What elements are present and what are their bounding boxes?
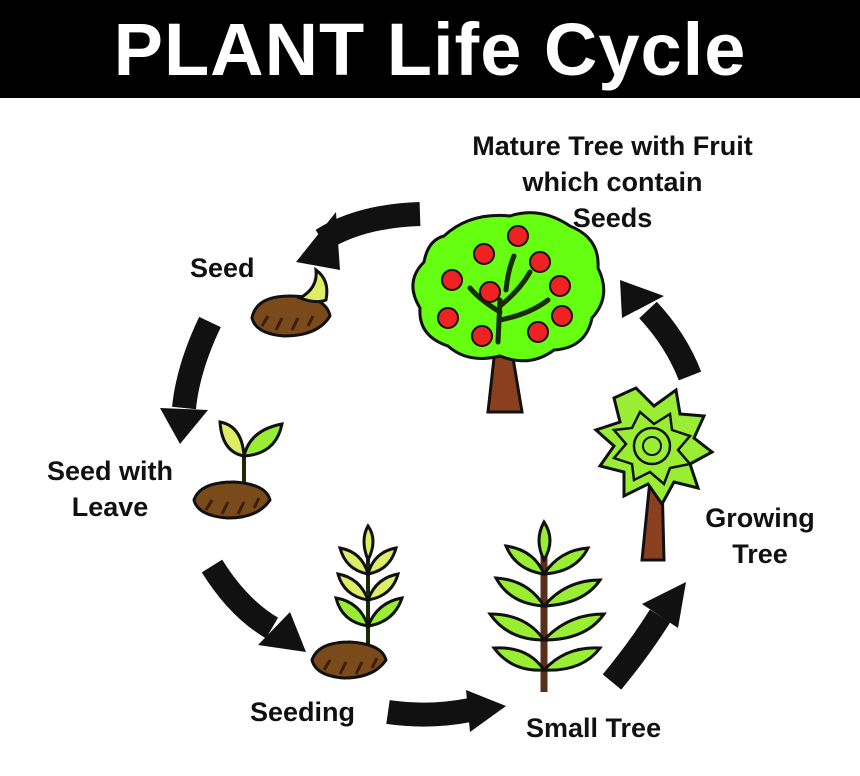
growing-tree-line1: Growing (705, 503, 815, 533)
label-seed: Seed (190, 250, 255, 286)
arrow-seeding-to-small (386, 690, 506, 732)
small-tree-illustration (487, 519, 607, 692)
arrow-small-to-growing (602, 582, 686, 690)
arrow-leave-to-seeding (201, 559, 306, 652)
seed-illustration (250, 266, 332, 338)
seed-with-leave-line2: Leave (71, 492, 149, 522)
mature-tree-line3: Seeds (572, 203, 653, 233)
label-small-tree: Small Tree (526, 710, 661, 746)
title-bar: PLANT Life Cycle (0, 0, 860, 98)
seed-with-leave-line1: Seed with (46, 456, 174, 486)
label-growing-tree: Growing Tree (690, 500, 830, 572)
page-title: PLANT Life Cycle (113, 7, 747, 91)
mature-tree-line1: Mature Tree with Fruit (472, 131, 753, 161)
growing-tree-line2: Tree (732, 539, 788, 569)
mature-tree-illustration (411, 211, 606, 414)
label-seeding: Seeding (250, 694, 355, 730)
seed-label: Seed (190, 253, 255, 283)
label-seed-with-leave: Seed with Leave (30, 453, 190, 525)
arrow-growing-to-mature (620, 280, 702, 381)
seeding-label: Seeding (250, 697, 356, 727)
small-tree-label: Small Tree (526, 713, 662, 743)
arrow-mature-to-seed (296, 202, 421, 270)
growing-tree-illustration (593, 386, 715, 562)
label-mature-tree: Mature Tree with Fruit which contain See… (440, 128, 785, 236)
mature-tree-line2: which contain (522, 167, 703, 197)
arrow-seed-to-leave (160, 316, 221, 444)
seeding-illustration (310, 523, 405, 680)
seed-with-leave-illustration (192, 420, 284, 520)
